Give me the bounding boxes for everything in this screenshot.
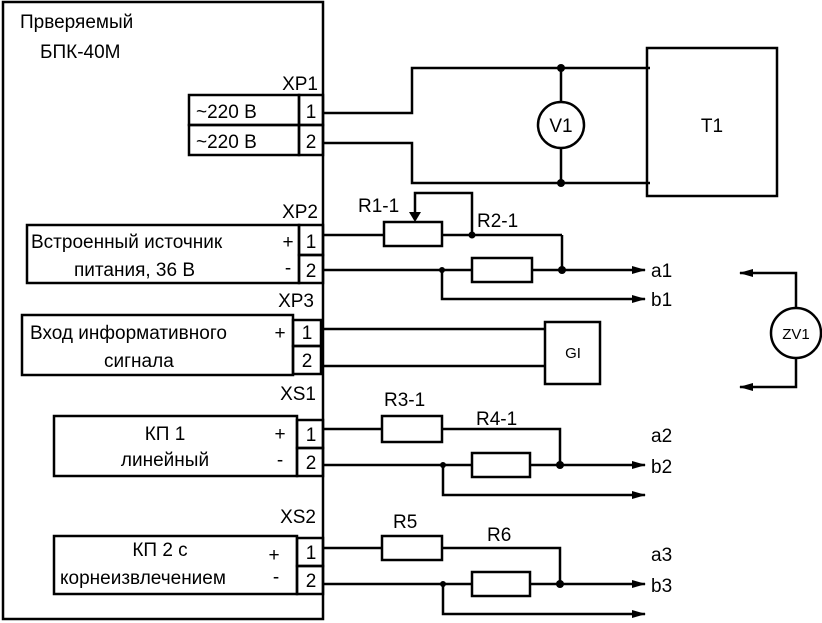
junction-dot xyxy=(556,580,564,588)
junction-dot xyxy=(557,179,565,187)
xp2-minus: - xyxy=(285,258,291,279)
xs1-pin1: 1 xyxy=(306,425,317,446)
xp2-plus: + xyxy=(282,232,293,253)
wire-r5-out xyxy=(442,546,562,584)
wire-r3-out xyxy=(442,427,562,465)
r2-label: R2-1 xyxy=(477,211,518,232)
xp2-name: XP2 xyxy=(282,202,318,223)
xp2-pin1: 1 xyxy=(306,232,317,253)
xs2-pin-box-2 xyxy=(295,564,325,596)
r6-resistor xyxy=(470,570,532,598)
xp1-pin-box-2 xyxy=(297,123,325,157)
xp2-line1: Встроенный источник xyxy=(31,232,223,253)
t1-label: T1 xyxy=(701,116,723,137)
r1-wiper-arrow xyxy=(409,212,421,222)
xp1-pin2-label: ~220 В xyxy=(196,132,257,153)
wire-r1-wiper xyxy=(413,191,474,235)
r5-resistor xyxy=(380,534,444,562)
xs2-minus: - xyxy=(273,567,279,588)
a2-label: a2 xyxy=(651,426,672,447)
junction-dot xyxy=(557,64,565,72)
junction-dot xyxy=(439,267,445,273)
xs2-line2: корнеизвлечением xyxy=(60,568,226,589)
device-title-line2: БПК-40М xyxy=(40,42,120,63)
v1-label: V1 xyxy=(549,116,572,137)
r1-resistor xyxy=(382,220,444,248)
xs2-pin1: 1 xyxy=(306,543,317,564)
junction-dot xyxy=(558,266,566,274)
xp3-line2: сигнала xyxy=(104,351,174,372)
xs1-name: XS1 xyxy=(280,384,316,405)
xs2-line1: КП 2 с xyxy=(132,540,187,561)
xs1-line2: линейный xyxy=(121,450,209,471)
xp3-pin-box-2 xyxy=(291,344,323,376)
xp1-pin1-label: ~220 В xyxy=(196,102,257,123)
xs1-minus: - xyxy=(277,450,283,471)
xs2-pin2: 2 xyxy=(306,571,317,592)
r4-resistor xyxy=(470,451,532,479)
r3-label: R3-1 xyxy=(384,390,425,411)
gi-label: GI xyxy=(565,345,581,362)
zv1-label: ZV1 xyxy=(782,326,810,343)
r5-label: R5 xyxy=(393,512,417,533)
xp3-pin2: 2 xyxy=(302,351,313,372)
junction-dot xyxy=(440,462,446,468)
device-title-line1: Прверяемый xyxy=(20,12,133,33)
xp3-name: XP3 xyxy=(278,291,314,312)
b1-label: b1 xyxy=(651,290,672,311)
xs2-plus: + xyxy=(268,545,279,566)
r3-resistor xyxy=(380,414,444,444)
xp2-line2: питания, 36 В xyxy=(74,260,195,281)
r6-label: R6 xyxy=(487,525,511,546)
b2-label: b2 xyxy=(651,457,672,478)
xs1-pin-box-2 xyxy=(295,446,325,478)
wire-zv1-bottom xyxy=(739,358,798,391)
v1-meter xyxy=(536,100,586,150)
xp1-name: XP1 xyxy=(282,74,318,95)
xs2-name: XS2 xyxy=(280,507,316,528)
xs1-plus: + xyxy=(274,424,285,445)
junction-dot xyxy=(468,231,476,239)
xp1-pin2-number: 2 xyxy=(306,132,317,153)
gi-generator xyxy=(543,320,602,386)
a1-label: a1 xyxy=(651,261,672,282)
xp2-pin2: 2 xyxy=(306,261,317,282)
junction-dot xyxy=(440,581,446,587)
wire-zv1-top xyxy=(739,269,798,308)
r2-resistor xyxy=(470,256,534,284)
a3-label: a3 xyxy=(651,545,672,566)
device-frame xyxy=(1,0,325,621)
xp3-plus: + xyxy=(274,323,285,344)
wire-xs2-extra xyxy=(441,584,646,618)
zv1-meter xyxy=(769,306,822,360)
xp3-pin1: 1 xyxy=(302,323,313,344)
r4-label: R4-1 xyxy=(476,409,517,430)
t1-transformer xyxy=(645,46,779,198)
wire-xs1-extra xyxy=(441,465,646,499)
xs1-pin2: 2 xyxy=(306,453,317,474)
junction-dot xyxy=(556,461,564,469)
xp1-pin1-number: 1 xyxy=(306,102,317,123)
wire-xp1-1 xyxy=(323,66,650,115)
b3-label: b3 xyxy=(651,576,672,597)
wire-xp1-2 xyxy=(323,141,650,185)
xp3-line1: Вход информативного xyxy=(30,323,227,344)
xs1-line1: КП 1 xyxy=(145,424,186,445)
wire-b1 xyxy=(440,270,646,303)
r1-label: R1-1 xyxy=(358,196,399,217)
